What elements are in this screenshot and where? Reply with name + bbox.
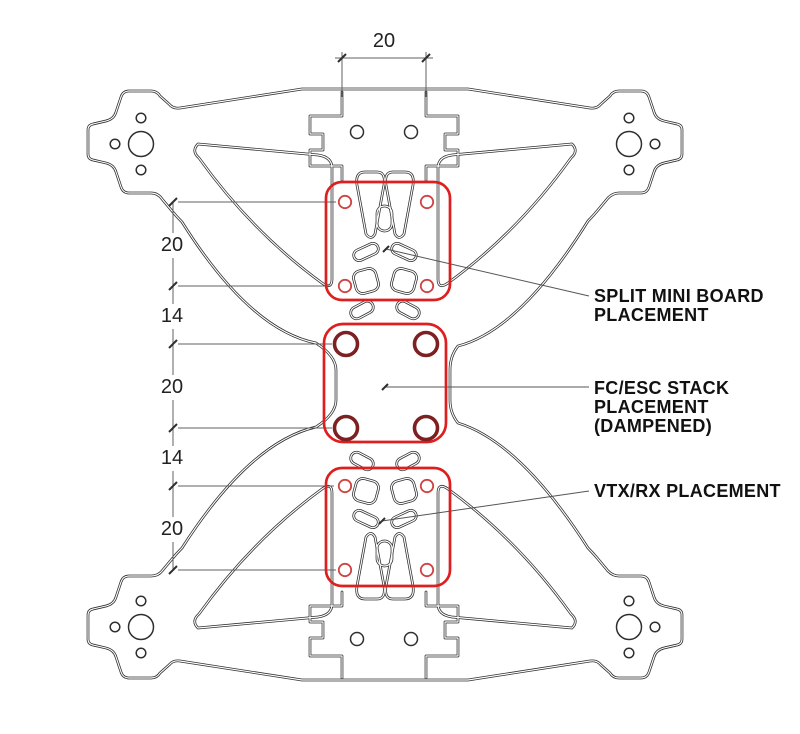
stack-hole	[337, 278, 353, 294]
tab-slot-top-right	[424, 90, 460, 182]
mounting-hole	[649, 621, 661, 633]
mounting-hole	[135, 112, 147, 124]
dimension-chain-left: 20 14 20 14 20	[161, 197, 336, 575]
diamond-slot	[390, 477, 418, 505]
stack-hole	[337, 562, 353, 578]
stack-hole	[419, 562, 435, 578]
mounting-hole	[623, 647, 635, 659]
callout-vtx-rx-line1: VTX/RX PLACEMENT	[594, 481, 781, 501]
callout-fc-esc-line3: (DAMPENED)	[594, 416, 712, 436]
callout-split-board-line1: SPLIT MINI BOARD	[594, 286, 764, 306]
tab-slot-bottom-right	[424, 590, 460, 680]
grommet-hole	[332, 330, 360, 358]
callout-fc-esc-line1: FC/ESC STACK	[594, 378, 729, 398]
motor-shaft-hole	[127, 613, 155, 641]
mounting-hole	[623, 595, 635, 607]
stack-hole	[419, 278, 435, 294]
dim-label-left: 14	[161, 447, 183, 469]
plate-hole	[403, 124, 419, 140]
grommet-hole	[332, 414, 360, 442]
dimension-tick	[337, 53, 431, 63]
mounting-hole	[623, 164, 635, 176]
stack-hole	[419, 478, 435, 494]
motor-shaft-hole	[127, 130, 155, 158]
motor-mount-top-left	[109, 112, 155, 176]
placement-box-vtx-rx	[324, 466, 452, 588]
mounting-hole	[135, 595, 147, 607]
extension-line	[178, 201, 336, 571]
dim-label-left: 20	[161, 376, 183, 398]
dimension-top-width: 20	[335, 30, 433, 97]
callout-labels: SPLIT MINI BOARD PLACEMENT FC/ESC STACK …	[594, 286, 781, 501]
stack-hole	[419, 194, 435, 210]
mounting-hole	[135, 647, 147, 659]
leader-lines	[378, 245, 590, 525]
mounting-hole	[623, 112, 635, 124]
mounting-hole	[135, 164, 147, 176]
dim-label-left: 14	[161, 305, 183, 327]
callout-fc-esc-line2: PLACEMENT	[594, 397, 709, 417]
leader-tick	[382, 245, 390, 253]
mounting-hole	[109, 138, 121, 150]
mounting-hole	[109, 621, 121, 633]
callout-split-board-line2: PLACEMENT	[594, 305, 709, 325]
placement-box-split-mini	[324, 180, 452, 302]
placement-highlights	[322, 180, 452, 588]
motor-mounts	[109, 112, 661, 659]
mounting-hole	[649, 138, 661, 150]
leader-line-vtx-rx	[381, 490, 590, 522]
plate-hole	[349, 124, 365, 140]
stack-hole	[337, 478, 353, 494]
leader-tick	[381, 383, 389, 391]
diamond-slot	[352, 477, 380, 505]
dim-label-left: 20	[161, 234, 183, 256]
tab-slot-top-left	[308, 90, 344, 182]
leader-tick	[378, 517, 386, 525]
motor-shaft-hole	[615, 613, 643, 641]
dim-label-left: 20	[161, 518, 183, 540]
plate-hole	[349, 631, 365, 647]
plate-hole	[403, 631, 419, 647]
leader-line-split-board	[385, 248, 590, 297]
motor-mount-bottom-left	[109, 595, 155, 659]
dim-label-top: 20	[373, 30, 395, 52]
motor-mount-top-right	[615, 112, 661, 176]
placement-box-fc-esc	[322, 322, 448, 444]
diamond-slot	[390, 267, 418, 295]
motor-shaft-hole	[615, 130, 643, 158]
diamond-slot	[352, 267, 380, 295]
grommet-hole	[412, 414, 440, 442]
tab-slot-bottom-left	[308, 590, 344, 680]
motor-mount-bottom-right	[615, 595, 661, 659]
stack-hole	[337, 194, 353, 210]
dimension-tick	[168, 197, 178, 575]
grommet-hole	[412, 330, 440, 358]
